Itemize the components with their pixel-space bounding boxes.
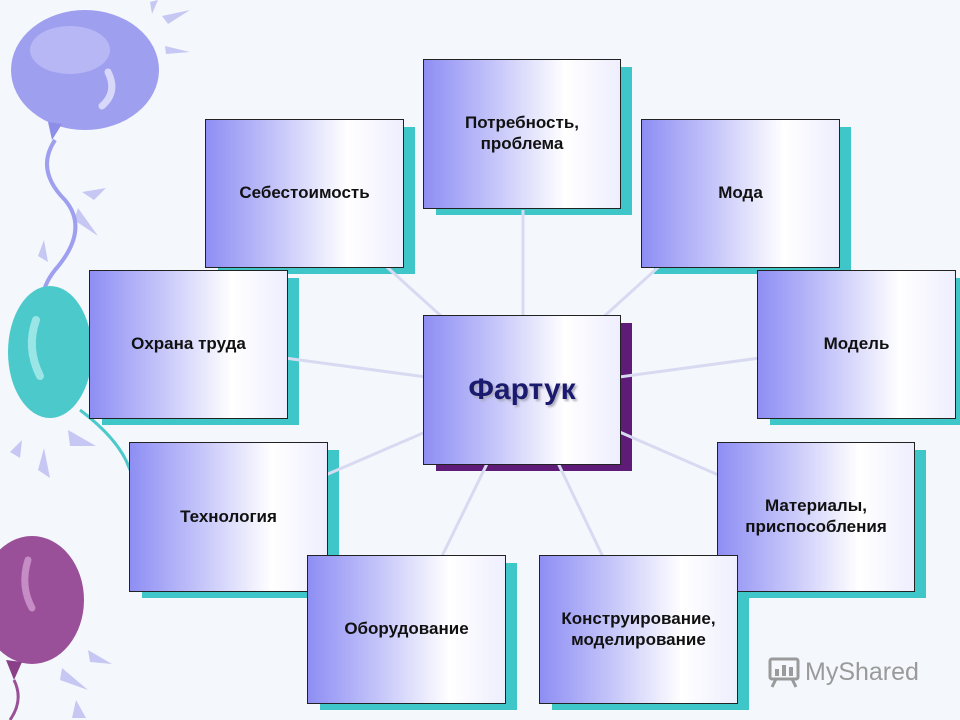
node-equipment: Оборудование bbox=[307, 555, 517, 710]
node-technology: Технология bbox=[129, 442, 339, 598]
node-need: Потребность, проблема bbox=[423, 59, 632, 215]
presentation-board-icon bbox=[768, 657, 800, 688]
watermark-text: MyShared bbox=[805, 657, 919, 686]
node-center: Фартук bbox=[423, 315, 632, 471]
node-materials: Материалы, приспособления bbox=[717, 442, 926, 598]
node-fashion: Мода bbox=[641, 119, 851, 274]
node-model: Модель bbox=[757, 270, 960, 425]
node-safety: Охрана труда bbox=[89, 270, 299, 425]
watermark: MyShared bbox=[767, 656, 919, 688]
node-cost: Себестоимость bbox=[205, 119, 415, 274]
node-design: Конструирование, моделирование bbox=[539, 555, 749, 710]
